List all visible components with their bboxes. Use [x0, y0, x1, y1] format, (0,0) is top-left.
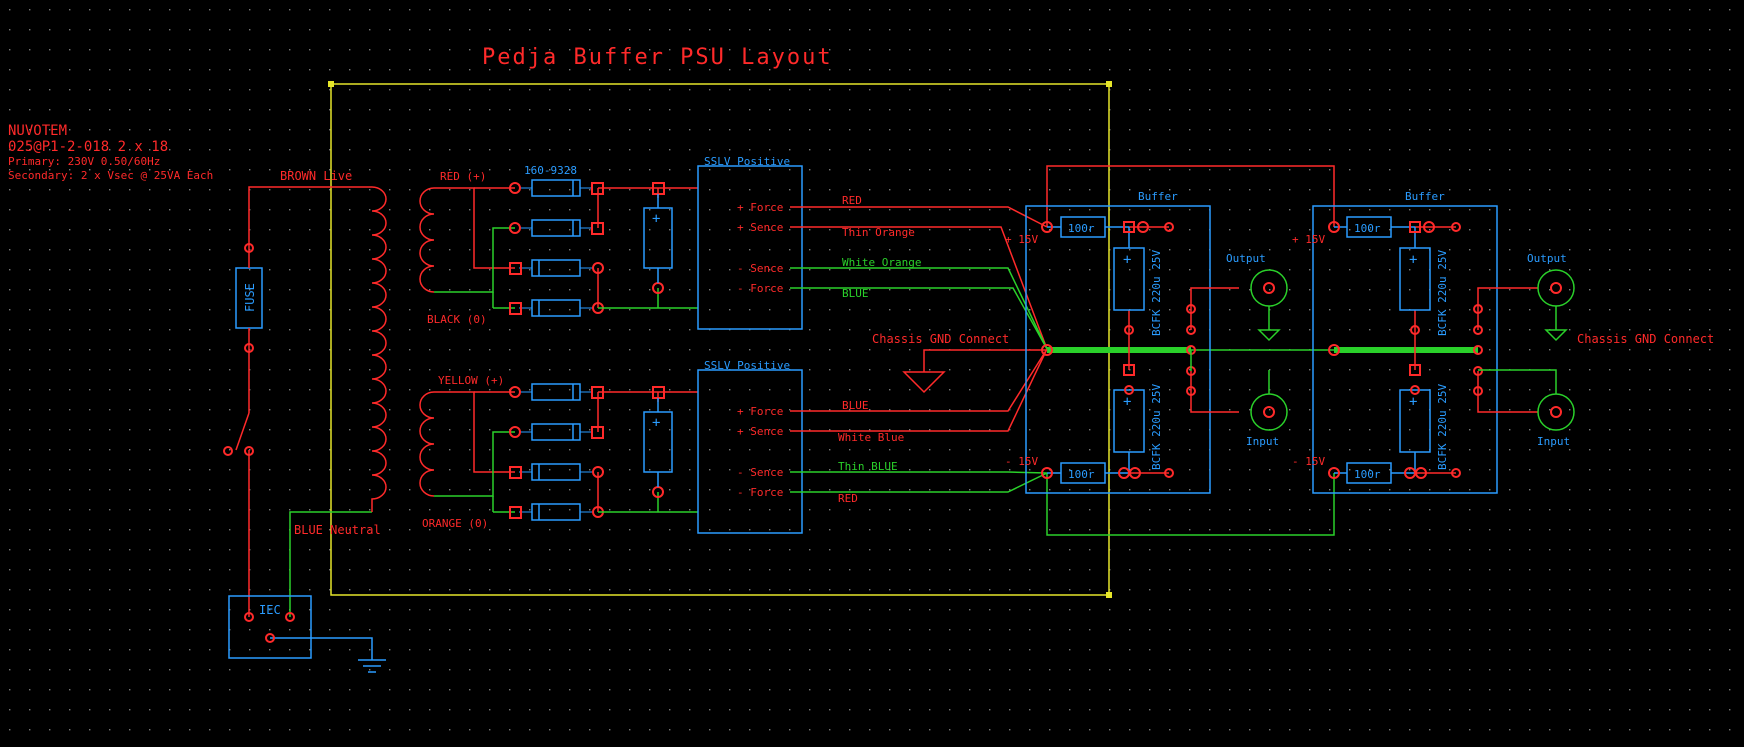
- blue-neutral-label: BLUE Neutral: [294, 523, 381, 537]
- buffer-minus-link: [1046, 473, 1335, 536]
- buffer-right-outline: [1312, 205, 1498, 494]
- chassis-gnd-icon: [902, 371, 946, 394]
- rectifier-to-sslv-wiring: [597, 187, 698, 513]
- page-title: Pedja Buffer PSU Layout: [482, 45, 833, 70]
- capacitor-bottom: [1399, 389, 1431, 453]
- sslv-output-wiring: [790, 206, 1048, 493]
- diode: [519, 463, 593, 481]
- resistor-top-label: 100r: [1354, 222, 1381, 235]
- wire-blue2-label: BLUE: [842, 399, 869, 412]
- transformer-coils: [371, 186, 435, 512]
- pin-force-minus-bottom: - Force: [737, 486, 783, 499]
- red-plus-label: RED (+): [440, 170, 486, 183]
- board-corner-marker: [1106, 81, 1112, 87]
- sslv-module-top: [697, 165, 803, 330]
- input-connector: [1537, 393, 1575, 431]
- diode: [519, 219, 593, 237]
- pin-force-plus-bottom: + Force: [737, 405, 783, 418]
- sslv-pin-labels: + Force + Sence - Sence - Force + Force …: [737, 201, 783, 499]
- capacitor-bottom-label: BCFK 220u 25V: [1150, 384, 1163, 470]
- secondary-wiring: [434, 187, 515, 513]
- yellow-plus-label: YELLOW (+): [438, 374, 504, 387]
- capacitor-plus-icon: +: [1409, 252, 1417, 268]
- wire-labels: RED Thin Orange White Orange BLUE BLUE W…: [838, 194, 921, 505]
- iec-label: IEC: [259, 603, 281, 617]
- transformer-part: 025@P1-2-018 2 x 18: [8, 139, 168, 155]
- buffer-right-input-label: Input: [1537, 435, 1570, 448]
- diode: [519, 179, 593, 197]
- orange-zero-label: ORANGE (0): [422, 517, 488, 530]
- chassis-gnd-label: Chassis GND Connect: [872, 332, 1009, 346]
- capacitor-plus-icon: +: [1123, 394, 1131, 410]
- capacitor-plus-icon: +: [652, 415, 660, 431]
- diode: [519, 259, 593, 277]
- buffer-left-title: Buffer: [1138, 190, 1178, 203]
- diode-bridge-top: [519, 179, 593, 317]
- chassis-gnd-wire: [923, 349, 1047, 372]
- pin-sense-minus-bottom: - Sence: [737, 466, 783, 479]
- board-corner-marker: [328, 81, 334, 87]
- black-zero-label: BLACK (0): [427, 313, 487, 326]
- buffer-right-output-label: Output: [1527, 252, 1567, 265]
- capacitor-plus-icon: +: [652, 211, 660, 227]
- capacitor-bottom-label: BCFK 220u 25V: [1436, 384, 1449, 470]
- capacitor-bottom: [1113, 389, 1145, 453]
- brown-live-label: BROWN Live: [280, 169, 352, 183]
- mains-wiring: [235, 186, 373, 660]
- sslv-bottom-label: SSLV Positive: [704, 359, 790, 372]
- capacitor-top-label: BCFK 220u 25V: [1436, 250, 1449, 336]
- pin-sense-minus-top: - Sence: [737, 262, 783, 275]
- resistor-bottom-label: 100r: [1068, 468, 1095, 481]
- resistor-top-label: 100r: [1068, 222, 1095, 235]
- pin-force-minus-top: - Force: [737, 282, 783, 295]
- transformer-primary: Primary: 230V 0.50/60Hz: [8, 155, 160, 168]
- buffer-left-plus15: + 15V: [1005, 233, 1038, 246]
- pin-sense-plus-bottom: + Sence: [737, 425, 783, 438]
- wire-red-label: RED: [842, 194, 862, 207]
- output-ground-icon: [1544, 329, 1568, 342]
- resistor-bottom-label: 100r: [1354, 468, 1381, 481]
- diode: [519, 423, 593, 441]
- buffer-right: Buffer + 15V - 15V 100r 100r + + BCFK 22…: [1292, 190, 1575, 494]
- wire-white-blue-label: White Blue: [838, 431, 904, 444]
- capacitor-top-label: BCFK 220u 25V: [1150, 250, 1163, 336]
- buffer-right-plus15: + 15V: [1292, 233, 1325, 246]
- pin-force-plus-top: + Force: [737, 201, 783, 214]
- capacitor-top: [1113, 247, 1145, 311]
- diode-part-label: 160-9328: [524, 164, 577, 177]
- wire-thin-orange-label: Thin Orange: [842, 226, 915, 239]
- capacitor-top: [1399, 247, 1431, 311]
- buffer-right-minus15: - 15V: [1292, 455, 1325, 468]
- fuse-label: FUSE: [243, 283, 257, 312]
- buffer-left-output-label: Output: [1226, 252, 1266, 265]
- wire-red2-label: RED: [838, 492, 858, 505]
- transformer-maker: NUVOTEM: [8, 123, 67, 139]
- buffer-left-input-label: Input: [1246, 435, 1279, 448]
- buffer-left: Buffer + 15V - 15V 100r 100r + + BCFK 22…: [1005, 190, 1288, 494]
- transformer-secondary: Secondary: 2 x Vsec @ 25VA Each: [8, 169, 213, 182]
- buffer-right-title: Buffer: [1405, 190, 1445, 203]
- capacitor-plus-icon: +: [1123, 252, 1131, 268]
- ground-symbol: [358, 659, 386, 673]
- diode: [519, 383, 593, 401]
- chassis-gnd-right-label: Chassis GND Connect: [1577, 332, 1714, 346]
- diode: [519, 299, 593, 317]
- buffer-left-outline: [1025, 205, 1211, 494]
- buffer-plus-link: [1046, 165, 1335, 227]
- iec-socket: [228, 595, 312, 659]
- wire-thin-blue-label: Thin BLUE: [838, 460, 898, 473]
- board-corner-marker: [1106, 592, 1112, 598]
- wire-white-orange-label: White Orange: [842, 256, 921, 269]
- pin-sense-plus-top: + Sence: [737, 221, 783, 234]
- board-outline: [330, 83, 1110, 596]
- wire-blue-label: BLUE: [842, 287, 869, 300]
- buffer-left-minus15: - 15V: [1005, 455, 1038, 468]
- sslv-module-bottom: [697, 369, 803, 534]
- sslv-top-label: SSLV Positive: [704, 155, 790, 168]
- output-ground-icon: [1257, 329, 1281, 342]
- capacitor-plus-icon: +: [1409, 394, 1417, 410]
